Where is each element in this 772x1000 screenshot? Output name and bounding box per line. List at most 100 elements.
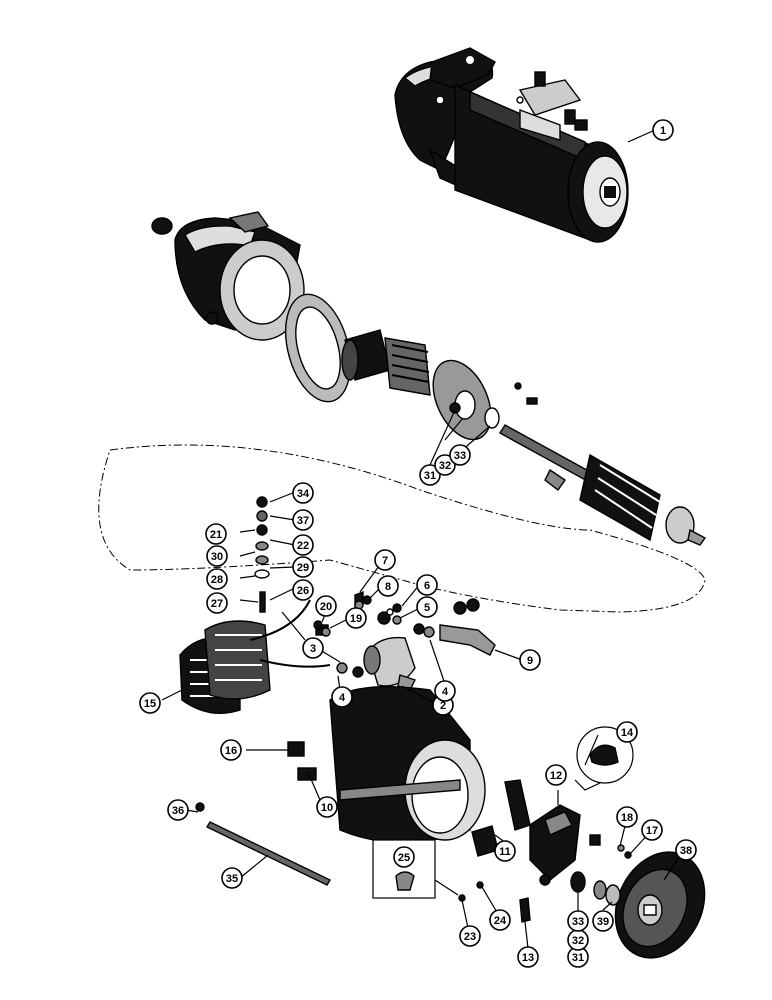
callout-circle xyxy=(517,946,539,968)
callout-c32b: 32 xyxy=(567,929,589,951)
callout-c12: 12 xyxy=(545,764,567,786)
callout-circle xyxy=(434,680,456,702)
callout-circle xyxy=(434,454,456,476)
callout-number: 13 xyxy=(522,952,534,964)
callout-circle xyxy=(206,592,228,614)
callout-number: 5 xyxy=(424,602,430,614)
callout-circle xyxy=(206,568,228,590)
starter-motor-assembly xyxy=(394,47,629,243)
callout-circle xyxy=(592,910,614,932)
callout-number: 12 xyxy=(550,770,562,782)
callout-c30: 30 xyxy=(206,545,228,567)
callout-c3: 3 xyxy=(302,637,324,659)
callout-c11: 11 xyxy=(494,840,516,862)
callout-c8: 8 xyxy=(377,575,399,597)
callout-c16: 16 xyxy=(220,739,242,761)
callout-c31a: 31 xyxy=(419,464,441,486)
callout-c36: 36 xyxy=(167,799,189,821)
callout-circle xyxy=(374,549,396,571)
callout-c38: 38 xyxy=(675,839,697,861)
callout-circle xyxy=(652,119,674,141)
callout-number: 8 xyxy=(385,581,391,593)
callout-c7: 7 xyxy=(374,549,396,571)
callout-c20: 20 xyxy=(315,595,337,617)
callout-circle xyxy=(416,596,438,618)
callout-number: 35 xyxy=(226,873,238,885)
callout-c4a: 4 xyxy=(331,686,353,708)
callout-circle xyxy=(459,925,481,947)
callout-circle xyxy=(205,523,227,545)
callout-circle xyxy=(519,649,541,671)
callout-circle xyxy=(292,534,314,556)
callout-c14: 14 xyxy=(616,721,638,743)
callout-number: 3 xyxy=(310,643,316,655)
callout-c15: 15 xyxy=(139,692,161,714)
callout-number: 30 xyxy=(211,551,223,563)
callout-number: 16 xyxy=(225,745,237,757)
callout-number: 39 xyxy=(597,916,609,928)
callout-number: 25 xyxy=(398,852,410,864)
callout-number: 22 xyxy=(297,540,309,552)
callout-number: 29 xyxy=(297,562,309,574)
callout-c39: 39 xyxy=(592,910,614,932)
callout-circle xyxy=(616,721,638,743)
callout-number: 34 xyxy=(297,488,310,500)
armature xyxy=(499,424,707,546)
inset-box-25 xyxy=(372,839,459,899)
callout-number: 32 xyxy=(439,460,451,472)
callout-number: 20 xyxy=(320,601,332,613)
callout-circle xyxy=(302,637,324,659)
callout-circle xyxy=(419,464,441,486)
callout-number: 6 xyxy=(424,580,430,592)
callout-circle xyxy=(315,595,337,617)
callout-number: 18 xyxy=(621,812,633,824)
callout-c13: 13 xyxy=(517,946,539,968)
callout-c26: 26 xyxy=(292,579,314,601)
callout-number: 14 xyxy=(621,727,634,739)
callout-c10: 10 xyxy=(316,796,338,818)
commutator-end-frame xyxy=(614,851,706,959)
solenoid xyxy=(363,608,416,691)
callout-circle xyxy=(449,444,471,466)
callout-c21: 21 xyxy=(205,523,227,545)
brush-plate xyxy=(519,804,601,923)
callout-c19: 19 xyxy=(345,607,367,629)
drive-housing xyxy=(151,211,305,341)
callout-circle xyxy=(567,910,589,932)
callout-number: 4 xyxy=(442,686,449,698)
callout-circle xyxy=(331,686,353,708)
callout-circle xyxy=(393,846,415,868)
callout-circle xyxy=(545,764,567,786)
callout-c27: 27 xyxy=(206,592,228,614)
callout-number: 2 xyxy=(440,700,446,712)
callout-c5: 5 xyxy=(416,596,438,618)
callout-number: 31 xyxy=(424,470,436,482)
brush-spring-inset xyxy=(574,726,634,791)
callout-number: 11 xyxy=(499,846,511,858)
callout-number: 28 xyxy=(211,574,223,586)
callout-circle xyxy=(221,867,243,889)
callout-number: 19 xyxy=(350,613,362,625)
callout-circle xyxy=(292,579,314,601)
callout-c25: 25 xyxy=(393,846,415,868)
callout-number: 9 xyxy=(527,655,533,667)
callout-c28: 28 xyxy=(206,568,228,590)
callout-circle xyxy=(292,556,314,578)
callout-c18: 18 xyxy=(616,806,638,828)
callout-circle xyxy=(292,482,314,504)
callout-c17: 17 xyxy=(641,819,663,841)
callout-circle xyxy=(220,739,242,761)
callout-c29: 29 xyxy=(292,556,314,578)
field-frame xyxy=(297,685,486,844)
callout-c9: 9 xyxy=(519,649,541,671)
callout-number: 7 xyxy=(382,555,388,567)
housing-gasket xyxy=(285,293,351,403)
grouping-boundary xyxy=(98,444,706,613)
callout-number: 27 xyxy=(211,598,223,610)
callout-c24: 24 xyxy=(489,909,511,931)
callout-circle xyxy=(416,574,438,596)
callout-c35: 35 xyxy=(221,867,243,889)
callout-number: 33 xyxy=(454,450,466,462)
callout-number: 31 xyxy=(572,952,584,964)
